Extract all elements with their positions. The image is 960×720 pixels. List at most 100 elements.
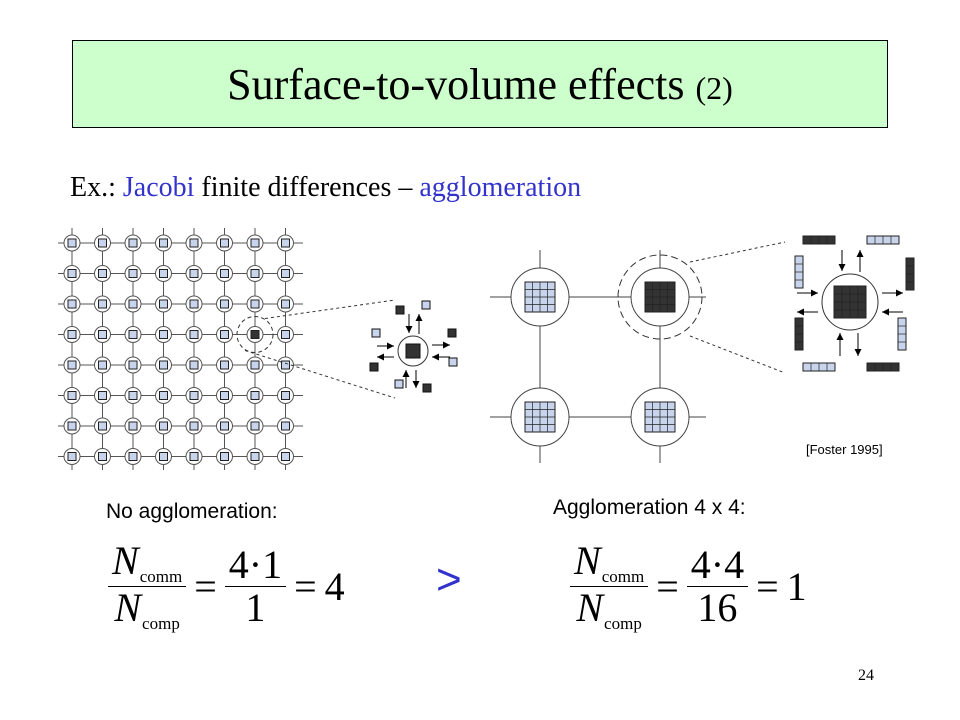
denominator-symbol: N xyxy=(114,584,142,630)
subtitle-middle: finite differences – xyxy=(201,172,413,203)
grid-cell xyxy=(281,421,290,431)
formula-no-agglomeration: Ncomm Ncomp = 4·1 1 = 4 xyxy=(108,540,345,633)
title-main: Surface-to-volume effects xyxy=(227,59,685,109)
incoming-value xyxy=(448,357,458,367)
value-fraction: 4·1 1 xyxy=(224,541,287,629)
grid-cell xyxy=(281,330,290,339)
grid-cell xyxy=(250,360,260,370)
grid-cell xyxy=(159,452,168,461)
grid-cell xyxy=(220,360,229,370)
outgoing-value xyxy=(395,305,405,315)
highlight-circle xyxy=(617,254,703,340)
incoming-value xyxy=(421,300,431,310)
zoom-line xyxy=(244,350,396,399)
grid-cell xyxy=(189,238,199,248)
highlight-circle xyxy=(236,316,274,353)
grid-cell xyxy=(98,269,107,278)
grid-cell xyxy=(67,421,77,431)
value-denominator: 16 xyxy=(697,584,738,630)
grid-cell xyxy=(98,391,107,400)
subtitle-jacobi: Jacobi xyxy=(122,172,195,203)
incoming-value xyxy=(371,328,381,338)
grid-cell xyxy=(159,269,168,278)
grid-cell xyxy=(250,391,260,400)
grid-cell xyxy=(128,238,138,248)
grid-cell xyxy=(98,299,107,309)
grid-cell xyxy=(220,269,229,278)
grid-cell xyxy=(98,330,107,339)
no-agglomeration-label: No agglomeration: xyxy=(106,500,278,523)
numerator-symbol: N xyxy=(112,538,139,583)
grid-cell xyxy=(189,452,199,461)
grid-cell xyxy=(128,360,138,370)
arrowhead xyxy=(412,381,420,388)
title-paren: (2) xyxy=(695,69,733,106)
grid-cell xyxy=(250,421,260,431)
grid-cell xyxy=(281,238,290,248)
grid-cell xyxy=(250,330,260,339)
grid-cell xyxy=(220,452,229,461)
grid-cell xyxy=(159,330,168,339)
equals-sign: = xyxy=(194,563,217,609)
denominator-symbol: N xyxy=(576,584,604,630)
greater-than-sign: > xyxy=(436,555,462,604)
grid-cell xyxy=(189,330,199,339)
denominator-subscript: comp xyxy=(142,613,180,633)
grid-cell xyxy=(220,391,229,400)
formula-result: 4 xyxy=(324,563,345,609)
grid-cell xyxy=(220,299,229,309)
grid-cell xyxy=(189,299,199,309)
grid-cell xyxy=(250,238,260,248)
grid-cell xyxy=(128,421,138,431)
grid-cell xyxy=(281,452,290,461)
grid-cell xyxy=(220,421,229,431)
arrowhead xyxy=(377,353,384,361)
grid-cell xyxy=(159,238,168,248)
zoom-line xyxy=(264,299,396,319)
grid-cell xyxy=(67,299,77,309)
arrowhead xyxy=(405,326,413,333)
grid-cell xyxy=(189,391,199,400)
outgoing-value xyxy=(447,328,457,338)
numerator-symbol: N xyxy=(574,538,601,583)
ratio-fraction: Ncomm Ncomp xyxy=(570,538,649,633)
denominator-subscript: comp xyxy=(604,613,642,633)
grid-cell xyxy=(67,360,77,370)
grid-cell xyxy=(128,269,138,278)
grid-cell xyxy=(281,269,290,278)
title-box: Surface-to-volume effects (2) xyxy=(72,40,888,128)
grid-cell xyxy=(67,330,77,339)
equals-sign: = xyxy=(294,563,317,609)
grid-cell xyxy=(67,391,77,400)
arrowhead xyxy=(443,341,450,349)
grid-cell xyxy=(250,299,260,309)
arrowhead xyxy=(415,314,423,321)
arrowhead xyxy=(836,333,844,340)
grid-cell xyxy=(189,360,199,370)
grid-cell xyxy=(98,421,107,431)
grid-cell xyxy=(128,452,138,461)
grid-cell xyxy=(189,421,199,431)
grid-cell xyxy=(189,269,199,278)
fine-grid-diagram xyxy=(58,228,303,470)
grid-cell xyxy=(220,330,229,339)
grid-cell xyxy=(220,238,229,248)
arrowhead xyxy=(838,264,846,271)
value-numerator: 4·1 xyxy=(228,541,283,587)
subtitle-agglomeration: agglomeration xyxy=(419,172,582,203)
grid-cell xyxy=(159,299,168,309)
agglomerated-stencil-zoom-diagram xyxy=(689,235,915,374)
outgoing-value xyxy=(422,383,432,393)
grid-cell xyxy=(281,360,290,370)
grid-cell xyxy=(67,269,77,278)
grid-cell xyxy=(98,452,107,461)
slide-title: Surface-to-volume effects (2) xyxy=(227,59,733,110)
grid-cell xyxy=(250,452,260,461)
grid-cell xyxy=(98,360,107,370)
arrowhead xyxy=(402,370,410,377)
grid-cell xyxy=(98,238,107,248)
agglomeration-label: Agglomeration 4 x 4: xyxy=(553,496,746,519)
subtitle-prefix: Ex.: xyxy=(70,172,116,203)
page-number: 24 xyxy=(858,667,874,684)
grid-cell xyxy=(128,391,138,400)
